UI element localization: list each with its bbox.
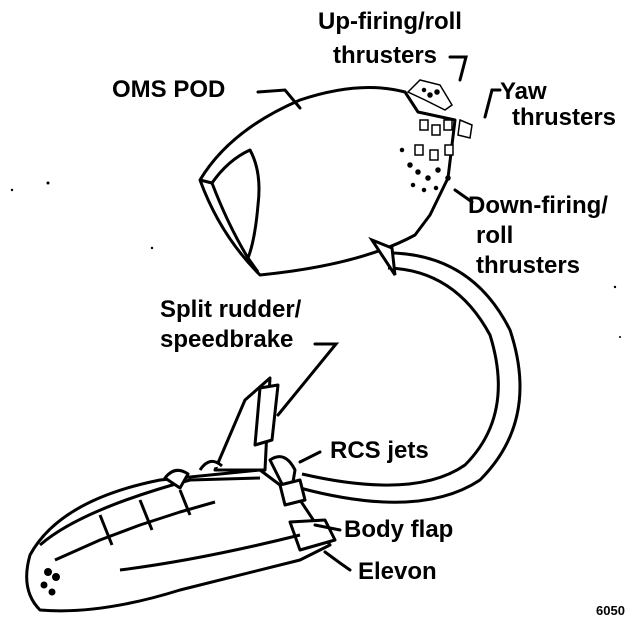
split-rudder-speedbrake-label-line2: speedbrake: [160, 326, 293, 354]
elevon-label: Elevon: [358, 558, 437, 586]
up-firing-roll-thrusters-label-line2: thrusters: [333, 42, 437, 70]
up-firing-roll-thrusters-label-line1: Up-firing/roll: [318, 8, 462, 36]
down-firing-roll-thrusters-label-line3: thrusters: [476, 252, 580, 280]
orbiter: [27, 378, 335, 611]
yaw-thrusters-label-line1: Yaw: [500, 78, 547, 106]
figure-number: 6050: [596, 603, 625, 618]
down-firing-roll-thrusters-label-line1: Down-firing/: [468, 192, 608, 220]
oms-pod-label: OMS POD: [112, 76, 225, 104]
down-firing-roll-thrusters-label-line2: roll: [476, 222, 513, 250]
yaw-thrusters-label-line2: thrusters: [512, 104, 616, 132]
rcs-jets-label: RCS jets: [330, 437, 429, 465]
body-flap-label: Body flap: [344, 516, 453, 544]
oms-pod: [200, 88, 455, 276]
split-rudder-speedbrake-label-line1: Split rudder/: [160, 296, 301, 324]
